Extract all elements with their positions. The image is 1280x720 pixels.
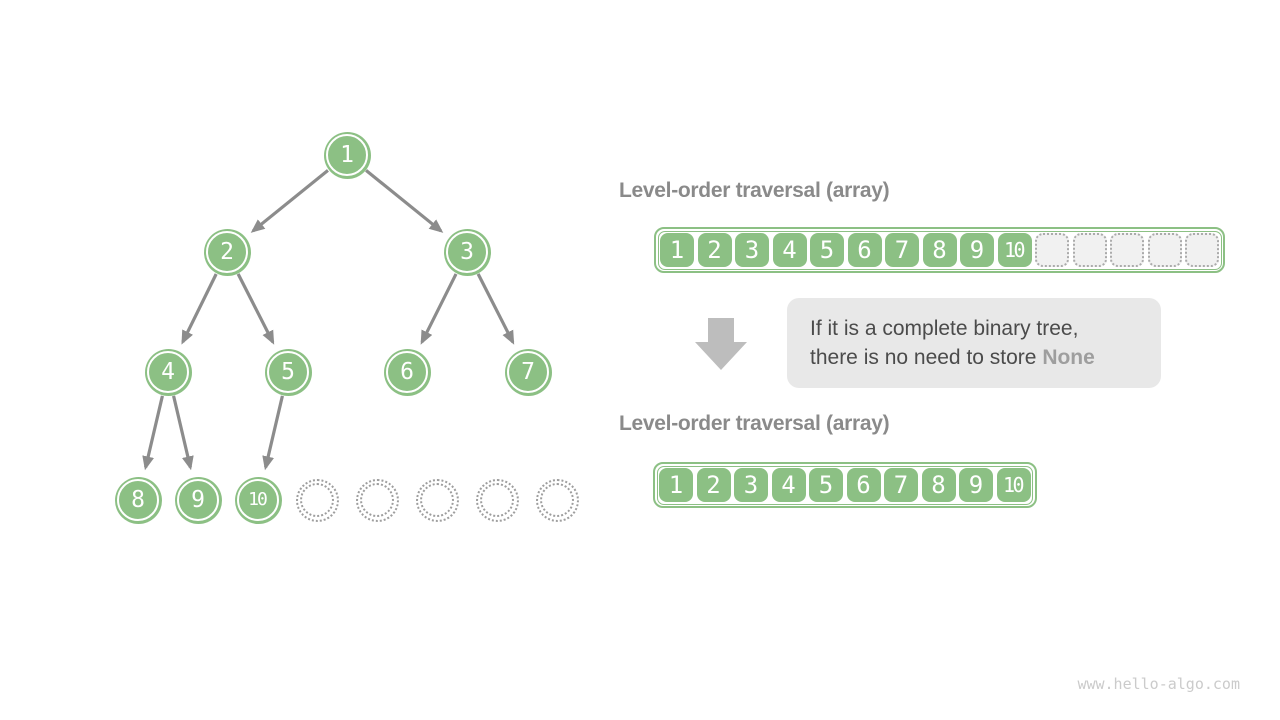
array-cell-value: 10: [1003, 238, 1026, 262]
array-cell-value: 5: [819, 236, 835, 264]
tree-edge: [250, 169, 329, 233]
tree-node-10: 10: [234, 476, 282, 524]
array-cell-empty: [1035, 233, 1069, 267]
array-label-bottom: Level-order traversal (array): [619, 412, 890, 435]
tree-edges-svg: [142, 169, 515, 471]
array-cell-7: 7: [884, 468, 918, 502]
array-cell-2: 2: [696, 468, 731, 502]
array-cell-empty: [1185, 233, 1219, 267]
array-cell-7: 7: [885, 233, 919, 267]
note-line1: If it is a complete binary tree,: [810, 317, 1079, 340]
array-cell-8: 8: [922, 233, 957, 267]
array-cell-2: 2: [697, 233, 732, 267]
array-cell-6: 6: [846, 468, 881, 502]
array-cell-value: 4: [782, 236, 797, 264]
tree-node-value: 3: [460, 238, 474, 265]
array-cell-3: 3: [734, 468, 768, 502]
tree-edge: [142, 395, 164, 471]
tree-node-value: 7: [521, 358, 535, 385]
array-cell-10: 10: [996, 468, 1031, 502]
array-cell-value: 8: [932, 236, 947, 264]
array-cell-5: 5: [809, 468, 843, 502]
array-cell-10: 10: [997, 233, 1032, 267]
tree-node-8: 8: [114, 476, 162, 524]
tree-node-empty: [295, 478, 339, 522]
tree-node-9: 9: [174, 476, 222, 524]
array-cell-9: 9: [959, 468, 993, 502]
array-cell-value: 2: [707, 236, 722, 264]
array-cell-3: 3: [735, 233, 769, 267]
array-cell-value: 8: [931, 471, 946, 499]
tree-node-empty: [355, 478, 399, 522]
tree-node-empty: [475, 478, 519, 522]
array-cell-empty: [1110, 233, 1144, 267]
tree-edge: [420, 273, 458, 345]
tree-edge: [236, 273, 275, 345]
array-cell-value: 7: [893, 471, 909, 499]
tree-node-value: 5: [281, 358, 295, 385]
array-cell-value: 3: [743, 471, 759, 499]
tree-edge: [172, 395, 194, 471]
tree-node-3: 3: [443, 228, 491, 276]
array-cell-value: 6: [857, 236, 872, 264]
array-cell-8: 8: [921, 468, 956, 502]
tree-node-4: 4: [144, 348, 192, 396]
tree-node-1: 1: [323, 131, 371, 179]
watermark: www.hello-algo.com: [1077, 675, 1240, 693]
tree-node-value: 10: [248, 489, 268, 510]
none-keyword: None: [1042, 346, 1095, 369]
tree-node-2: 2: [203, 228, 251, 276]
note-line2-prefix: there is no need to store: [810, 346, 1043, 369]
array-label-top: Level-order traversal (array): [619, 179, 890, 202]
array-cell-value: 6: [856, 471, 871, 499]
tree-node-empty: [535, 478, 579, 522]
tree-node-7: 7: [504, 348, 552, 396]
tree-edge: [262, 395, 284, 471]
array-cell-4: 4: [771, 468, 806, 502]
array-cell-9: 9: [960, 233, 994, 267]
array-cell-value: 1: [669, 236, 685, 264]
note-line2: there is no need to store None: [810, 343, 1161, 372]
tree-node-value: 2: [220, 238, 234, 265]
array-cell-1: 1: [660, 233, 694, 267]
tree-node-6: 6: [383, 348, 431, 396]
array-cell-value: 10: [1002, 473, 1025, 497]
down-arrow-icon: [695, 318, 747, 370]
array-cell-5: 5: [810, 233, 844, 267]
array-cell-1: 1: [659, 468, 693, 502]
array-cell-value: 7: [894, 236, 910, 264]
array-cell-value: 5: [818, 471, 834, 499]
tree-node-value: 9: [191, 486, 205, 513]
tree-edge: [476, 273, 515, 345]
array-cell-value: 1: [668, 471, 684, 499]
tree-edge: [181, 273, 218, 345]
array-cell-6: 6: [847, 233, 882, 267]
array-cell-value: 9: [968, 471, 984, 499]
array-cell-4: 4: [772, 233, 807, 267]
tree-node-value: 6: [400, 358, 414, 385]
array-cell-value: 4: [781, 471, 796, 499]
tree-node-value: 8: [131, 486, 145, 513]
tree-node-value: 4: [161, 358, 175, 385]
tree-node-5: 5: [264, 348, 312, 396]
array-cell-empty: [1147, 233, 1182, 267]
tree-node-empty: [415, 478, 459, 522]
array-cell-value: 9: [969, 236, 985, 264]
tree-node-value: 1: [340, 141, 354, 168]
tree-edge: [365, 169, 444, 233]
array-cell-value: 3: [744, 236, 760, 264]
array-cell-value: 2: [706, 471, 721, 499]
array-cell-empty: [1072, 233, 1107, 267]
note-box: If it is a complete binary tree, there i…: [787, 298, 1161, 388]
